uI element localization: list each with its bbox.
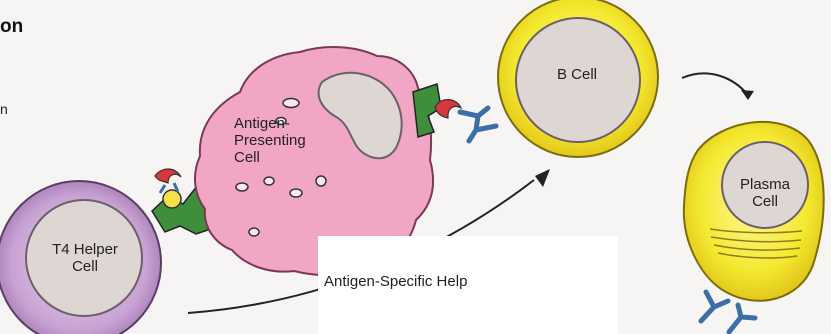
t4-label-line1: T4 Helper	[35, 242, 135, 258]
side-text: n	[0, 101, 8, 117]
apc-label-line3: Cell	[234, 150, 260, 166]
plasma-cell	[684, 122, 824, 301]
plasma-label-line1: Plasma	[730, 177, 800, 193]
differentiation-arrow	[682, 73, 754, 100]
heading-text: on	[0, 16, 23, 38]
b-cell-label: B Cell	[557, 67, 597, 83]
apc-bcell-linkage	[413, 84, 496, 141]
t4-label-line2: Cell	[35, 259, 135, 275]
apc-label-line2: Presenting	[234, 133, 306, 149]
plasma-label-line2: Cell	[730, 194, 800, 210]
help-arrow-label: Antigen-Specific Help	[324, 274, 467, 290]
apc-label-line1: Antigen-	[234, 116, 290, 132]
